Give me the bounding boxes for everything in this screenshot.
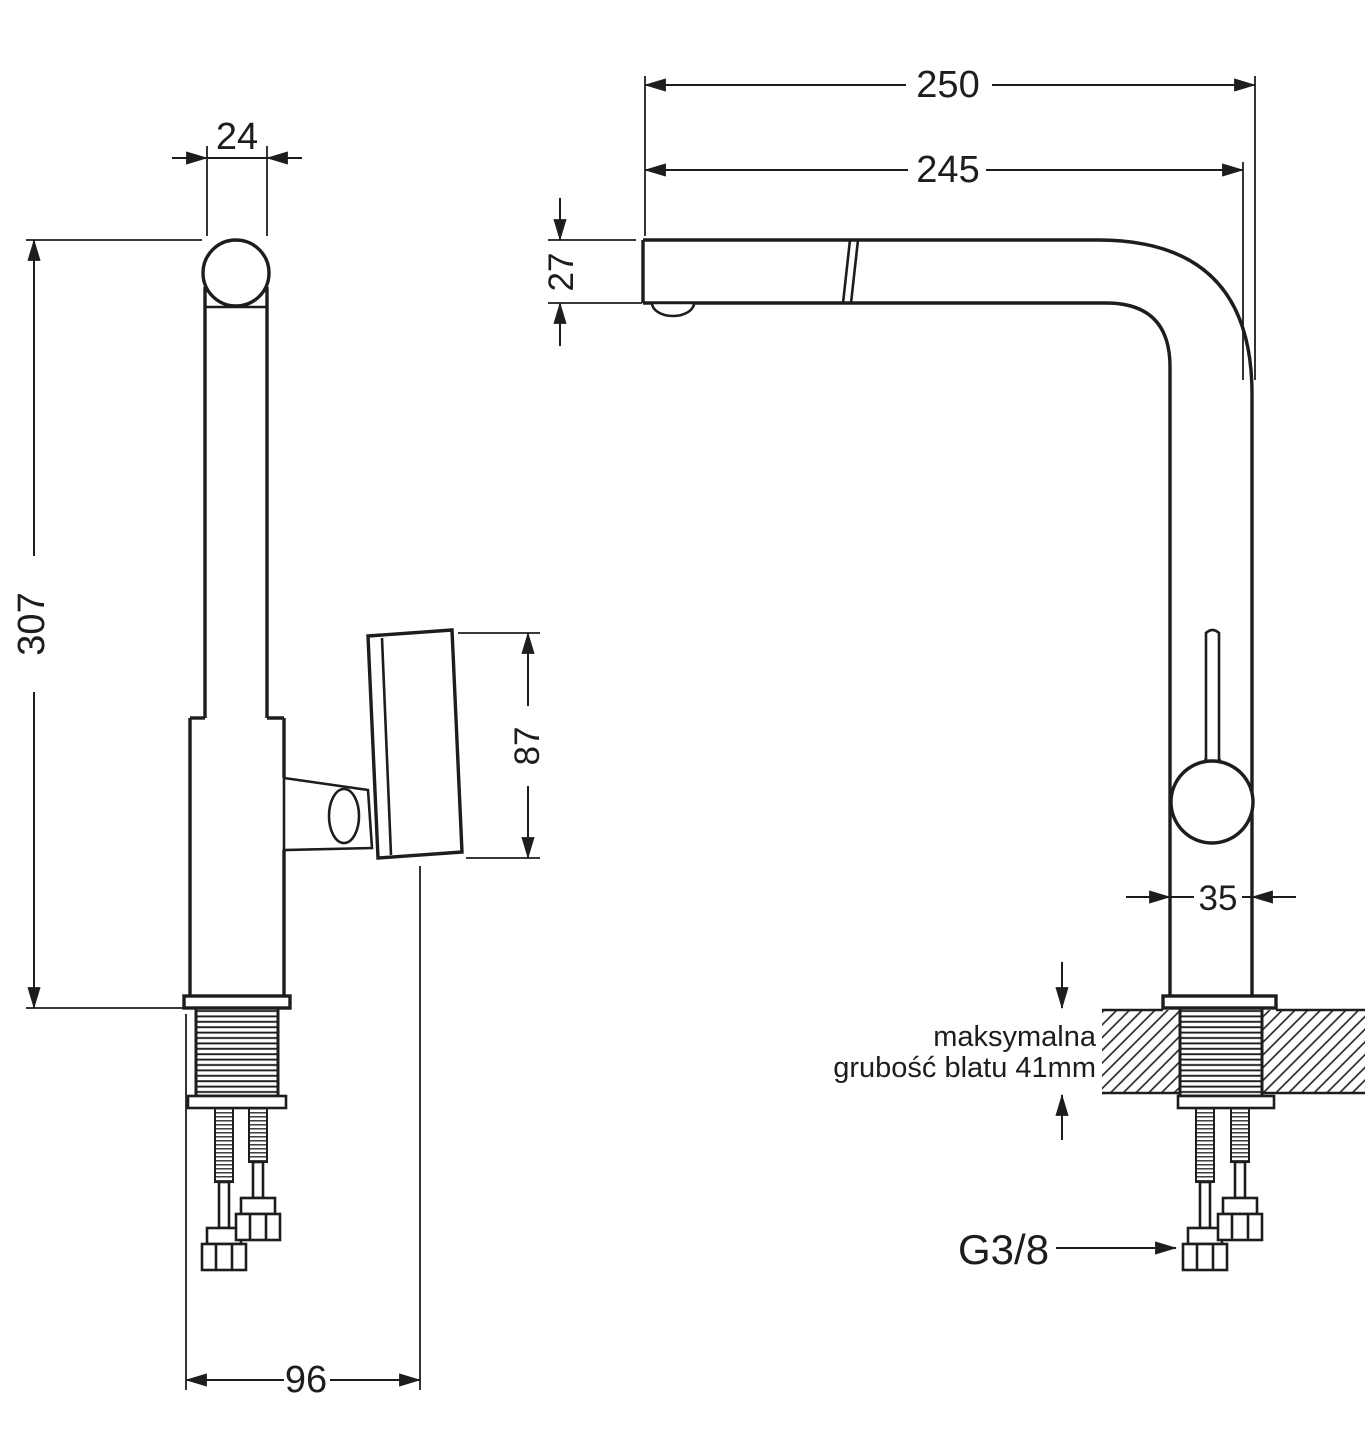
dim-label-35: 35 bbox=[1199, 879, 1238, 918]
hose-nut bbox=[1181, 1226, 1229, 1272]
dim-label-96: 96 bbox=[285, 1359, 327, 1401]
dim-reach-245: 245 bbox=[643, 149, 1245, 380]
dim-handle-87: 87 bbox=[458, 631, 547, 860]
side-view bbox=[182, 238, 464, 1272]
thread-size-label: G3/8 bbox=[958, 1226, 1049, 1273]
countertop-band bbox=[1102, 1008, 1365, 1095]
dim-body-35: 35 bbox=[1126, 879, 1296, 918]
dim-base-96: 96 bbox=[184, 866, 422, 1401]
dim-label-250: 250 bbox=[916, 64, 979, 106]
dim-top-width-24: 24 bbox=[172, 116, 302, 236]
dim-thread-g38: G3/8 bbox=[958, 1226, 1178, 1273]
dim-label-24: 24 bbox=[216, 116, 258, 158]
aerator bbox=[650, 301, 696, 318]
front-lever bbox=[1169, 628, 1255, 845]
counter-note-line2: grubość blatu 41mm bbox=[833, 1052, 1096, 1084]
lever-ball-joint bbox=[1169, 759, 1255, 845]
front-view bbox=[641, 238, 1365, 1272]
hose-nut bbox=[200, 1226, 248, 1272]
side-faucet-body bbox=[182, 238, 292, 1010]
dim-counter-41mm: maksymalna grubość blatu 41mm bbox=[833, 962, 1097, 1140]
counter-note-line1: maksymalna bbox=[933, 1021, 1097, 1053]
side-handle bbox=[282, 628, 464, 860]
hose-nut bbox=[1216, 1196, 1264, 1242]
dim-label-307: 307 bbox=[11, 592, 53, 655]
dim-label-27: 27 bbox=[542, 253, 581, 292]
side-mounting bbox=[186, 1006, 288, 1272]
front-spout bbox=[641, 238, 1254, 996]
base-flange bbox=[1161, 994, 1278, 1010]
dim-spout-height-27: 27 bbox=[542, 198, 642, 346]
dimensions: 24 307 87 96 250 bbox=[11, 64, 1296, 1401]
dim-reach-250: 250 bbox=[643, 64, 1257, 380]
dim-label-87: 87 bbox=[508, 727, 547, 766]
hose-nut bbox=[234, 1196, 282, 1242]
dim-label-245: 245 bbox=[916, 149, 979, 191]
dim-height-307: 307 bbox=[11, 238, 202, 1010]
front-mounting bbox=[1176, 1006, 1276, 1272]
